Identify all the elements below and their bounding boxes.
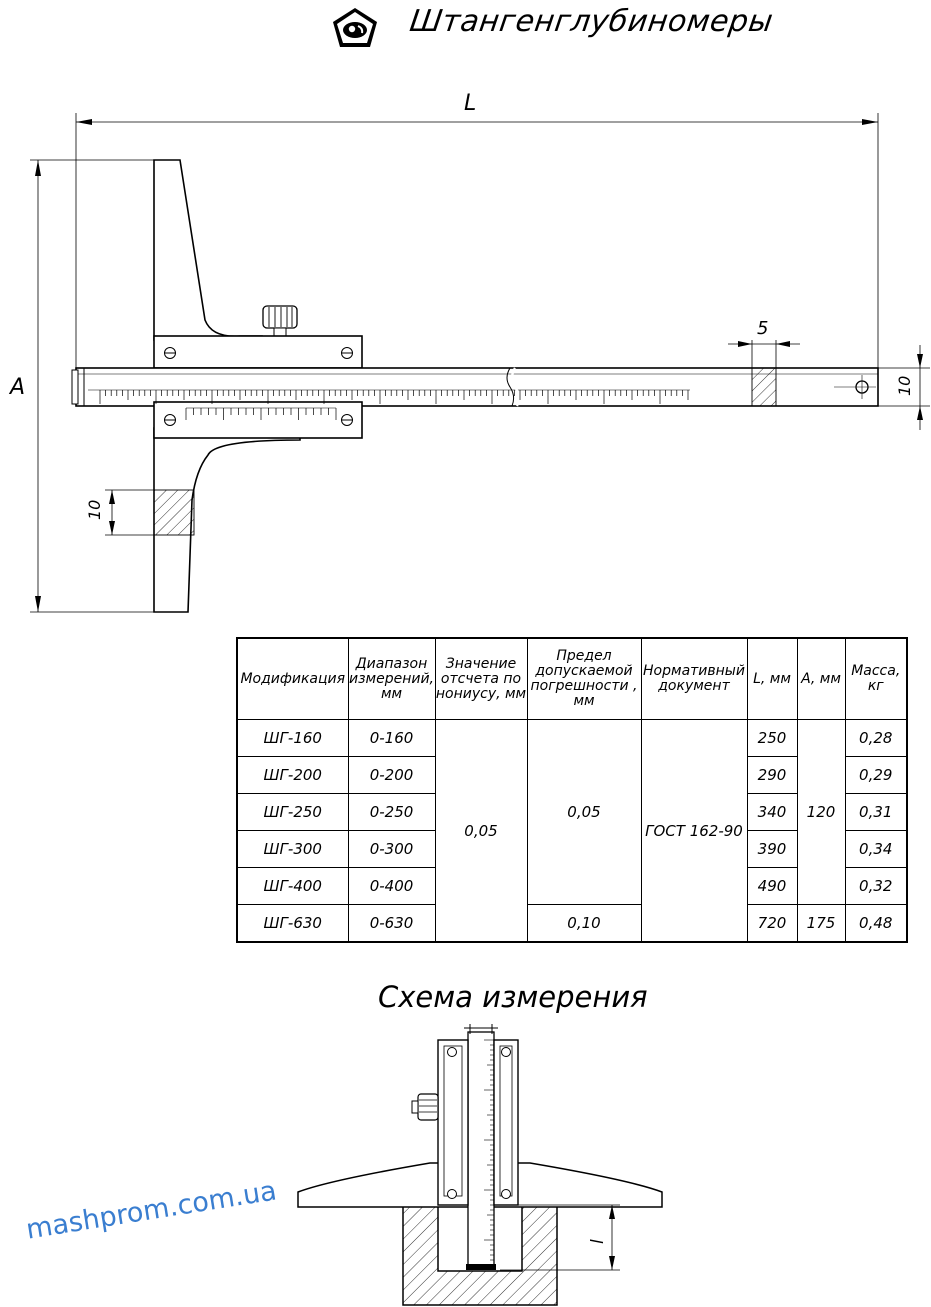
header-error: Предел допускаемой погрешности , мм [526, 637, 642, 720]
cell-mass: 0,32 [844, 867, 908, 905]
measurement-scheme-drawing: l [297, 1024, 663, 1306]
dim-10-left-label: 10 [85, 500, 104, 520]
dim-5-label: 5 [757, 318, 768, 339]
cell-mass: 0,34 [844, 830, 908, 868]
cell-mass: 0,31 [844, 793, 908, 831]
table-header-row: Модификация Диапазон измерений, мм Значе… [236, 637, 908, 720]
header-A: A, мм [796, 637, 846, 720]
cell-L: 490 [746, 867, 798, 905]
schema-title: Схема измерения [378, 980, 648, 1014]
cell-mass: 0,48 [844, 904, 908, 943]
cell-model: ШГ-400 [236, 867, 349, 905]
rod-scale [99, 390, 689, 404]
vernier-scale [185, 408, 337, 420]
cell-L: 290 [746, 756, 798, 794]
header-modification: Модификация [236, 637, 349, 720]
dim-L-label: L [464, 91, 476, 116]
cell-range: 0-400 [347, 867, 436, 905]
cell-model: ШГ-250 [236, 793, 349, 831]
cell-error-main: 0,05 [526, 719, 642, 905]
brand-logo-icon [330, 6, 380, 54]
cell-A-630: 175 [796, 904, 846, 943]
dim-10-right-label: 10 [895, 376, 914, 396]
cell-range: 0-160 [347, 719, 436, 757]
table-row: ШГ-200 0-200 290 0,29 [236, 756, 908, 794]
cell-mass: 0,29 [844, 756, 908, 794]
cell-error-630: 0,10 [526, 904, 642, 943]
header-mass: Масса, кг [844, 637, 908, 720]
table-row: ШГ-160 0-160 0,05 0,05 ГОСТ 162-90 250 1… [236, 719, 908, 943]
cell-model: ШГ-160 [236, 719, 349, 757]
header-L: L, мм [746, 637, 798, 720]
cell-vernier: 0,05 [434, 719, 528, 943]
cell-standard: ГОСТ 162-90 [640, 719, 748, 943]
depth-caliper-drawing: L A 10 5 [8, 91, 930, 613]
site-watermark: mashprom.com.ua [24, 1175, 279, 1246]
dim-l-label: l [588, 1239, 608, 1244]
table-row: ШГ-630 0-630 0,10 720 175 0,48 [236, 904, 908, 943]
cell-range: 0-250 [347, 793, 436, 831]
cell-model: ШГ-200 [236, 756, 349, 794]
cell-L: 390 [746, 830, 798, 868]
header-vernier: Значение отсчета по нониусу, мм [434, 637, 528, 720]
cell-L: 250 [746, 719, 798, 757]
cell-L: 340 [746, 793, 798, 831]
header-standard: Нормативный документ [640, 637, 748, 720]
cell-mass: 0,28 [844, 719, 908, 757]
cell-range: 0-300 [347, 830, 436, 868]
page-title: Штангенглубиномеры [407, 4, 776, 39]
dim-A-label: A [8, 375, 25, 400]
table-row: ШГ-250 0-250 340 0,31 [236, 793, 908, 831]
cell-model: ШГ-630 [236, 904, 349, 943]
cell-range: 0-630 [347, 904, 436, 943]
cell-range: 0-200 [347, 756, 436, 794]
cell-model: ШГ-300 [236, 830, 349, 868]
cell-L: 720 [746, 904, 798, 943]
header-range: Диапазон измерений, мм [347, 637, 436, 720]
table-row: ШГ-400 0-400 490 0,32 [236, 867, 908, 905]
specification-table: Модификация Диапазон измерений, мм Значе… [236, 637, 908, 943]
cell-A-main: 120 [796, 719, 846, 905]
